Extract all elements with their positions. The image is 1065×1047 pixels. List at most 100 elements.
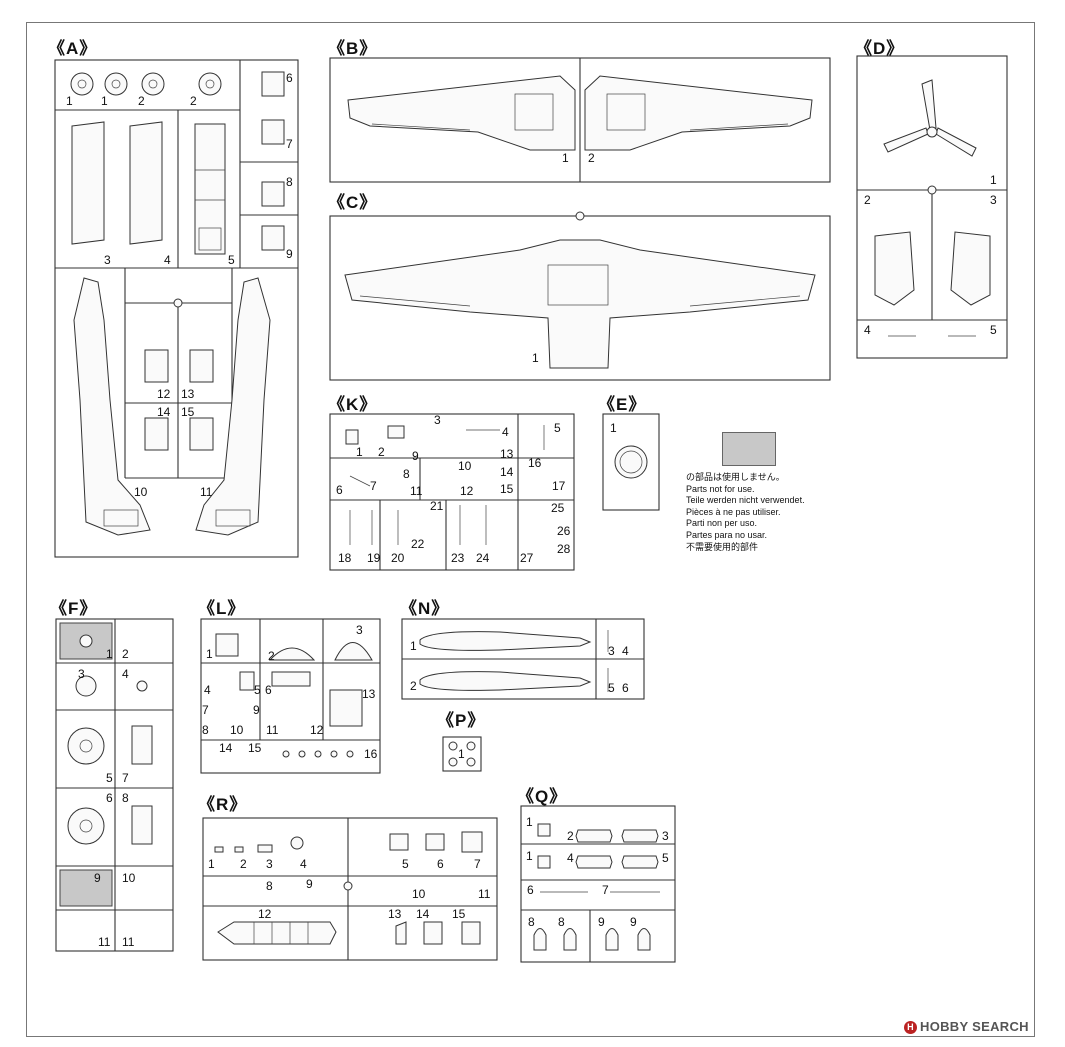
propeller: [883, 79, 977, 157]
part-number: 12: [310, 723, 324, 737]
part-number: 9: [94, 871, 101, 885]
part-number: 14: [416, 907, 430, 921]
rivet-row: [282, 750, 354, 758]
part-number: 12: [157, 387, 171, 401]
wing-left: [347, 75, 576, 151]
part-number: 2: [190, 94, 197, 108]
part-number: 9: [598, 915, 605, 929]
part-number: 12: [258, 907, 272, 921]
part-number: 5: [106, 771, 113, 785]
sprue-n: 1 3 4 2 5 6: [401, 618, 645, 700]
part-number: 7: [286, 137, 293, 151]
sprue-f: 1 2 3 4 5 7 6 8 9 10 11 11: [55, 618, 174, 952]
sprue-e-title: 《E》: [598, 395, 647, 414]
part-number: 2: [240, 857, 247, 871]
part-number: 4: [622, 644, 629, 658]
part-number: 5: [990, 323, 997, 337]
legend-line-fr: Pièces à ne pas utiliser.: [686, 506, 781, 517]
part-number: 14: [157, 405, 171, 419]
sprue-p: 1: [442, 736, 482, 772]
part-number: 13: [500, 447, 514, 461]
part-number: 11: [478, 887, 491, 901]
sprue-c-title: 《C》: [328, 193, 378, 212]
sprue-q-title: 《Q》: [517, 787, 568, 806]
sprue-l: 1 2 3 4 5 6 7 8 9 10 11 12 13 14 15 16: [200, 618, 381, 774]
part-number: 10: [458, 459, 472, 473]
part-number: 11: [266, 723, 279, 737]
part-number: 15: [248, 741, 262, 755]
part-number: 2: [268, 649, 275, 663]
part-number: 1: [206, 647, 213, 661]
part-number: 4: [204, 683, 211, 697]
part-number: 9: [412, 449, 419, 463]
sprue-l-title: 《L》: [198, 599, 246, 618]
watermark-text: HOBBY SEARCH: [920, 1019, 1029, 1034]
part-number: 8: [122, 791, 129, 805]
part-number: 14: [500, 465, 514, 479]
part-number: 2: [378, 445, 385, 459]
legend-line-zh: 不需要使用的部件: [686, 541, 759, 552]
part-number: 13: [362, 687, 376, 701]
legend-line-de: Teile werden nicht verwendet.: [686, 495, 805, 506]
part-number: 2: [567, 829, 574, 843]
part-number: 5: [608, 681, 615, 695]
part-number: 5: [554, 421, 561, 435]
legend-line-es: Partes para no usar.: [686, 529, 768, 540]
hobby-search-logo-icon: H: [904, 1021, 917, 1035]
part-number: 10: [230, 723, 244, 737]
part-number: 10: [412, 887, 426, 901]
part-number: 15: [500, 482, 514, 496]
part-number: 1: [610, 421, 617, 435]
part-number: 26: [557, 524, 571, 538]
part-number: 1: [410, 639, 417, 653]
part-number: 16: [364, 747, 378, 761]
part-number: 7: [602, 883, 609, 897]
part-number: 1: [458, 747, 465, 761]
sprue-q: 1 2 3 1 4 5 6 7 8 8 9 9: [520, 805, 676, 963]
canopy: [217, 921, 337, 945]
part-number: 6: [265, 683, 272, 697]
part-number: 10: [134, 485, 148, 499]
sprue-f-title: 《F》: [50, 599, 98, 618]
sprue-e-frame: [602, 413, 660, 511]
part-number: 17: [552, 479, 566, 493]
part-number: 4: [164, 253, 171, 267]
part-number: 7: [370, 479, 377, 493]
part-number: 12: [460, 484, 474, 498]
part-number: 10: [122, 871, 136, 885]
part-number: 22: [411, 537, 425, 551]
part-number: 24: [476, 551, 490, 565]
sprue-k-title: 《K》: [328, 395, 378, 414]
part-number: 6: [622, 681, 629, 695]
wing-right: [584, 75, 813, 151]
part-number: 1: [66, 94, 73, 108]
part-number: 5: [662, 851, 669, 865]
part-number: 18: [338, 551, 352, 565]
part-number: 27: [520, 551, 534, 565]
part-number: 9: [286, 247, 293, 261]
part-number: 6: [336, 483, 343, 497]
part-number: 4: [300, 857, 307, 871]
lower-wing: [344, 239, 816, 369]
part-number: 1: [106, 647, 113, 661]
sprue-n-title: 《N》: [400, 599, 450, 618]
part-number: 1: [990, 173, 997, 187]
part-number: 5: [254, 683, 261, 697]
part-number: 2: [138, 94, 145, 108]
part-number: 5: [402, 857, 409, 871]
part-number: 15: [452, 907, 466, 921]
part-number: 6: [286, 71, 293, 85]
unused-part: [59, 869, 113, 907]
legend-line-en: Parts not for use.: [686, 483, 755, 494]
part-number: 11: [410, 484, 423, 498]
sprue-r: 1 2 3 4 5 6 7 8 9 10 11 12 13 14 15: [202, 817, 498, 961]
part-number: 1: [101, 94, 108, 108]
sprue-r-title: 《R》: [198, 795, 248, 814]
part-number: 23: [451, 551, 465, 565]
part-number: 15: [181, 405, 195, 419]
sprue-a-title: 《A》: [48, 39, 98, 58]
part-number: 3: [78, 667, 85, 681]
part-number: 2: [410, 679, 417, 693]
engine-cylinders: [67, 807, 105, 845]
